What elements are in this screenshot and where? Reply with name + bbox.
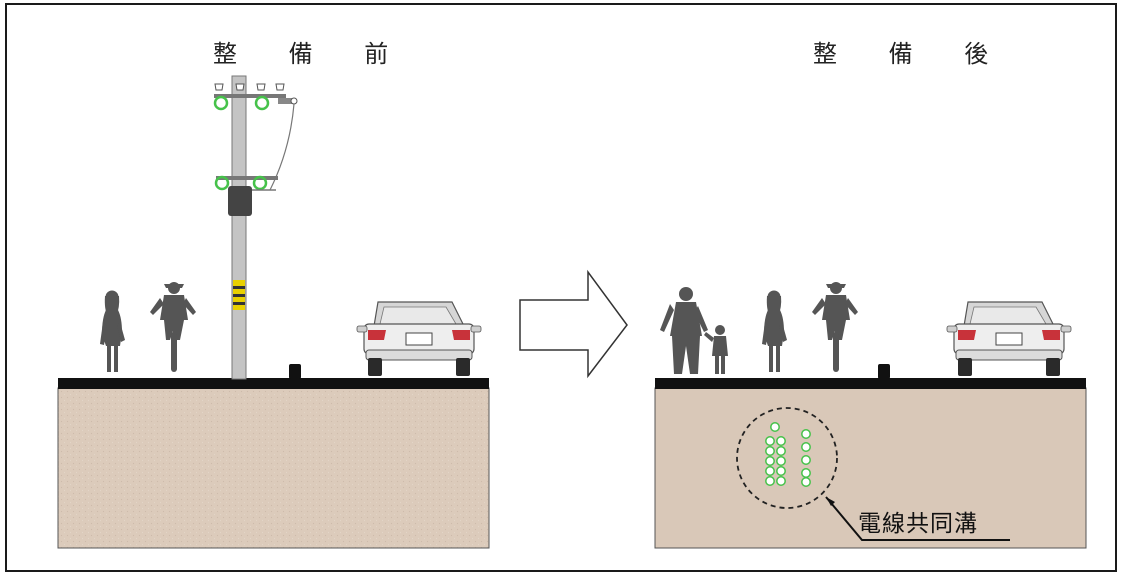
before-soil-block: [57, 387, 490, 549]
conduit-group: [765, 422, 811, 487]
conduit-pipe: [801, 468, 811, 478]
insulator-icon: [214, 83, 285, 91]
conduit-pipe: [770, 422, 780, 432]
conduit-pipe: [765, 476, 775, 486]
conduit-pipe: [776, 436, 786, 446]
conduit-pipe: [801, 455, 811, 465]
conduit-pipe: [801, 477, 811, 487]
pedestrian-woman: [100, 290, 125, 372]
conduit-pipe: [765, 456, 775, 466]
conduit-pipe: [776, 476, 786, 486]
before-title: 整 備 前: [213, 40, 411, 68]
pedestrian-woman: [762, 290, 787, 372]
callout-label: 電線共同溝: [858, 511, 978, 537]
before-road-surface: [58, 378, 489, 389]
callout-arrowhead-icon: [826, 497, 835, 506]
callout-leader-line: [825, 496, 1010, 541]
duct-boundary: [736, 407, 838, 509]
transition-arrow-icon: [519, 269, 628, 379]
conduit-pipe: [801, 429, 811, 439]
cyclist-person: [150, 282, 196, 372]
pedestrian-adult-with-child: [660, 287, 728, 374]
conduit-pipe: [765, 446, 775, 456]
after-panel: [654, 282, 1087, 549]
utility-pole: [213, 75, 298, 380]
curb-marker: [878, 364, 890, 379]
cyclist-person: [812, 282, 858, 372]
car-rear: [946, 301, 1072, 377]
conduit-pipe: [776, 456, 786, 466]
after-road-surface: [655, 378, 1086, 389]
transformer-box: [228, 186, 252, 216]
conduit-pipe: [801, 442, 811, 452]
car-rear: [356, 301, 482, 377]
after-title: 整 備 後: [813, 40, 1011, 68]
before-panel: [57, 75, 490, 549]
curb-marker: [289, 364, 301, 379]
conduit-pipe: [776, 446, 786, 456]
after-soil-block: [654, 387, 1087, 549]
conduit-pipe: [765, 466, 775, 476]
conduit-pipe: [765, 436, 775, 446]
utility-duct: [736, 407, 838, 509]
conduit-pipe: [776, 466, 786, 476]
